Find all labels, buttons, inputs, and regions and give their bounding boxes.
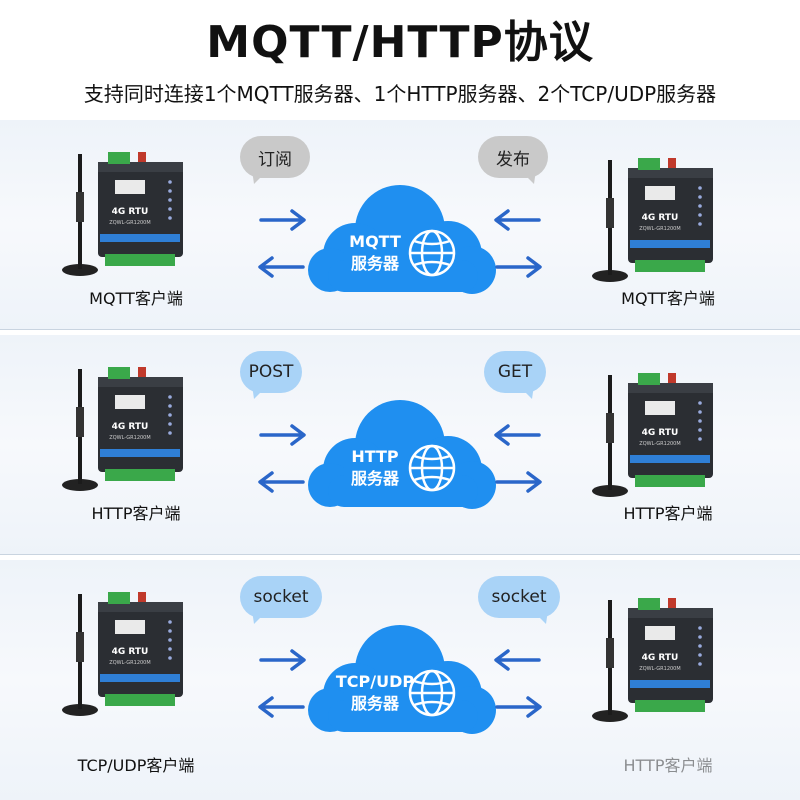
page-title: MQTT/HTTP协议 bbox=[206, 17, 594, 68]
device-model-sub: ZQWL-GR1200M bbox=[639, 666, 680, 672]
band-divider bbox=[0, 329, 800, 330]
protocol-band: 4G RTU ZQWL-GR1200M 4G RTU ZQWL-GR1200M TCP/… bbox=[0, 560, 800, 800]
device-model-sub: ZQWL-GR1200M bbox=[109, 220, 150, 226]
device-model-label: 4G RTU bbox=[112, 207, 149, 217]
device-model-label: 4G RTU bbox=[112, 422, 149, 432]
band-divider bbox=[0, 554, 800, 555]
arrow-right-icon bbox=[495, 471, 542, 493]
arrow-right-icon bbox=[495, 696, 542, 718]
device-model-label: 4G RTU bbox=[642, 428, 679, 438]
bubble-text: socket bbox=[491, 587, 547, 607]
arrow-right-icon bbox=[495, 256, 542, 278]
right-client-label: MQTT客户端 bbox=[621, 289, 715, 308]
right-client-label: HTTP客户端 bbox=[623, 504, 713, 523]
arrow-left-icon bbox=[258, 256, 305, 278]
arrow-left-icon bbox=[258, 471, 305, 493]
arrow-right-icon bbox=[259, 424, 306, 446]
bubble-text: socket bbox=[253, 587, 309, 607]
protocol-band: 4G RTU ZQWL-GR1200M 4G RTU ZQWL-GR1200M MQTT… bbox=[0, 120, 800, 330]
server-cloud: HTTP 服务器 bbox=[300, 390, 500, 520]
rtu-device-image: 4G RTU ZQWL-GR1200M bbox=[590, 588, 720, 728]
right-client-label: HTTP客户端 bbox=[623, 756, 713, 775]
device-model-sub: ZQWL-GR1200M bbox=[639, 441, 680, 447]
message-bubble: GET bbox=[484, 351, 546, 399]
cloud-server-label: 服务器 bbox=[350, 469, 399, 488]
bubble-text: 订阅 bbox=[258, 149, 292, 170]
arrow-left-icon bbox=[494, 424, 541, 446]
bubble-text: 发布 bbox=[496, 149, 530, 170]
cloud-protocol-label: MQTT bbox=[349, 232, 401, 251]
message-bubble: socket bbox=[240, 576, 322, 624]
bubble-text: GET bbox=[497, 362, 533, 382]
device-model-label: 4G RTU bbox=[642, 213, 679, 223]
rtu-device-image: 4G RTU ZQWL-GR1200M bbox=[60, 142, 190, 282]
rtu-device-image: 4G RTU ZQWL-GR1200M bbox=[590, 148, 720, 288]
server-cloud: TCP/UDP 服务器 bbox=[300, 615, 500, 745]
cloud-server-label: 服务器 bbox=[350, 694, 399, 713]
server-cloud: MQTT 服务器 bbox=[300, 175, 500, 305]
left-client-label: MQTT客户端 bbox=[89, 289, 183, 308]
cloud-protocol-label: HTTP bbox=[351, 447, 399, 466]
device-model-sub: ZQWL-GR1200M bbox=[109, 660, 150, 666]
rtu-device-image: 4G RTU ZQWL-GR1200M bbox=[60, 357, 190, 497]
bubble-text: POST bbox=[248, 362, 294, 382]
message-bubble: 订阅 bbox=[240, 136, 310, 184]
globe-icon bbox=[408, 444, 456, 492]
device-model-label: 4G RTU bbox=[112, 647, 149, 657]
arrow-left-icon bbox=[494, 209, 541, 231]
arrow-left-icon bbox=[494, 649, 541, 671]
protocol-band: 4G RTU ZQWL-GR1200M 4G RTU ZQWL-GR1200M HTTP… bbox=[0, 335, 800, 555]
page-subtitle: 支持同时连接1个MQTT服务器、1个HTTP服务器、2个TCP/UDP服务器 bbox=[83, 82, 717, 106]
device-model-sub: ZQWL-GR1200M bbox=[639, 226, 680, 232]
arrow-left-icon bbox=[258, 696, 305, 718]
message-bubble: POST bbox=[240, 351, 302, 399]
arrow-right-icon bbox=[259, 209, 306, 231]
rtu-device-image: 4G RTU ZQWL-GR1200M bbox=[590, 363, 720, 503]
message-bubble: 发布 bbox=[478, 136, 548, 184]
left-client-label: HTTP客户端 bbox=[91, 504, 181, 523]
arrow-right-icon bbox=[259, 649, 306, 671]
cloud-protocol-label: TCP/UDP bbox=[335, 672, 415, 691]
globe-icon bbox=[408, 669, 456, 717]
cloud-server-label: 服务器 bbox=[350, 254, 399, 273]
rtu-device-image: 4G RTU ZQWL-GR1200M bbox=[60, 582, 190, 722]
left-client-label: TCP/UDP客户端 bbox=[77, 756, 195, 775]
device-model-label: 4G RTU bbox=[642, 653, 679, 663]
device-model-sub: ZQWL-GR1200M bbox=[109, 435, 150, 441]
message-bubble: socket bbox=[478, 576, 560, 624]
globe-icon bbox=[408, 229, 456, 277]
